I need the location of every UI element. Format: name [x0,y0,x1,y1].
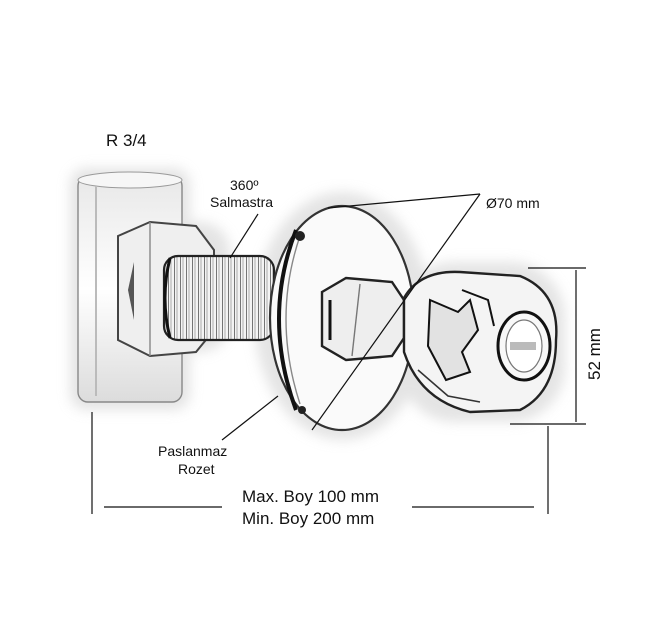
max-length-label: Max. Boy 100 mm [242,487,379,506]
rosette-label-line2: Rozet [178,461,215,477]
height-label: 52 mm [585,328,604,380]
rotation-label: 360º [230,177,258,193]
min-length-label: Min. Boy 200 mm [242,509,374,528]
thread-size-label: R 3/4 [106,131,147,150]
threaded-spindle [162,254,276,342]
rosette-label-line1: Paslanmaz [158,443,227,459]
valve-handle [402,270,558,414]
dimension-lines [91,193,586,514]
gland-label: Salmastra [210,194,273,210]
diameter-label: Ø70 mm [486,195,540,211]
